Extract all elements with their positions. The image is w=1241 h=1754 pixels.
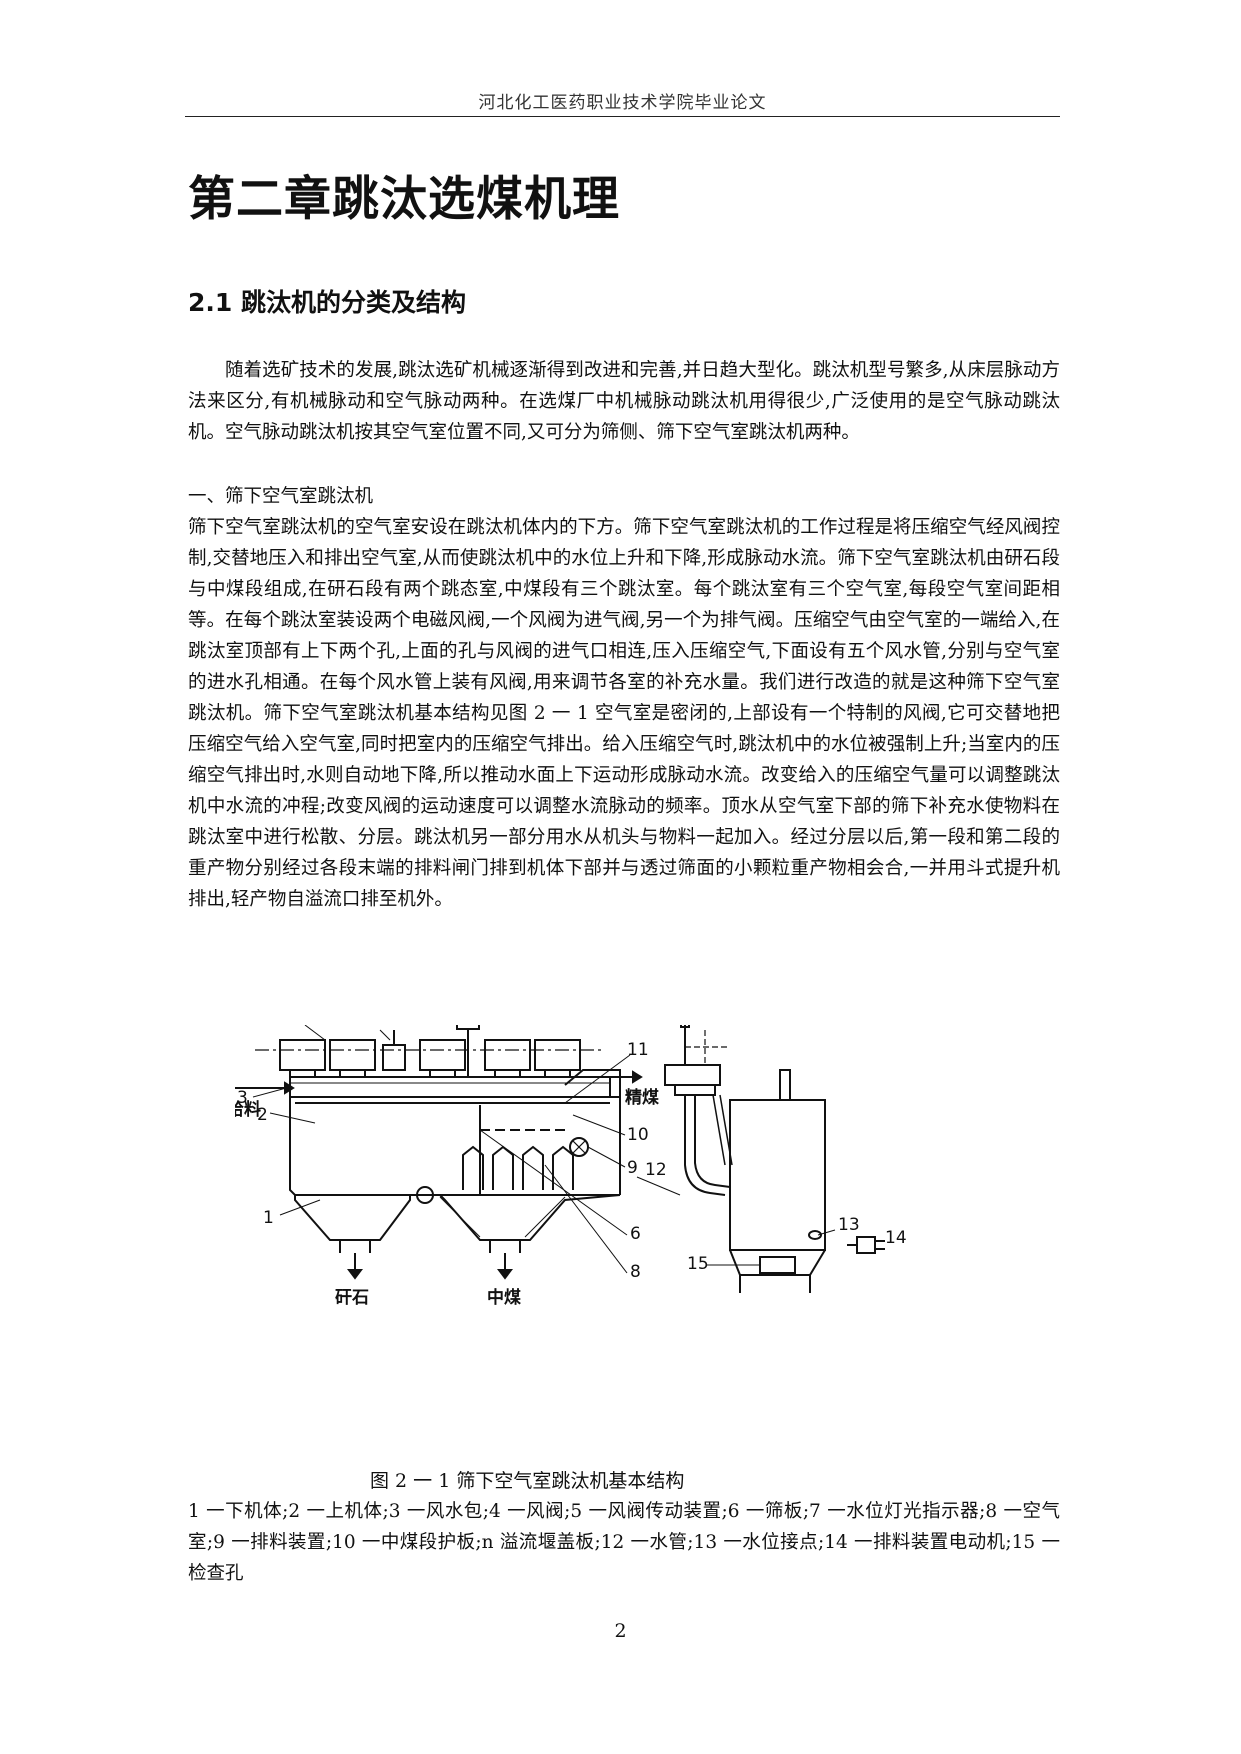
header-rule xyxy=(185,116,1060,117)
running-header: 河北化工医药职业技术学院毕业论文 xyxy=(478,93,767,113)
label-11: 11 xyxy=(627,1040,649,1060)
label-1: 1 xyxy=(263,1208,274,1228)
label-reject: 矸石 xyxy=(335,1288,369,1308)
label-3: 3 xyxy=(237,1088,248,1108)
label-6: 6 xyxy=(630,1224,641,1244)
paragraph-intro: 随着选矿技术的发展,跳汰选矿机械逐渐得到改进和完善,并日趋大型化。跳汰机型号繁多… xyxy=(188,360,1060,443)
jig-structure-figure: 4 5 7 3 2 1 11 10 9 6 8 12 13 14 15 给料 精… xyxy=(235,1025,907,1308)
page-number: 2 xyxy=(614,1620,627,1642)
section-title: 2.1 跳汰机的分类及结构 xyxy=(188,288,466,317)
label-13: 13 xyxy=(838,1215,860,1235)
figure-legend: 1 一下机体;2 一上机体;3 一风水包;4 一风阀;5 一风阀传动装置;6 一… xyxy=(188,1501,1060,1584)
paragraph-description: 筛下空气室跳汰机的空气室安设在跳汰机体内的下方。筛下空气室跳汰机的工作过程是将压… xyxy=(188,517,1060,910)
label-clean-coal: 精煤 xyxy=(625,1087,659,1108)
label-feed: 给料 xyxy=(235,1099,261,1120)
label-14: 14 xyxy=(885,1228,907,1248)
label-9: 9 xyxy=(627,1158,638,1178)
figure-caption: 图 2 一 1 筛下空气室跳汰机基本结构 xyxy=(370,1470,685,1492)
label-middlings: 中煤 xyxy=(487,1287,521,1308)
label-15: 15 xyxy=(687,1254,709,1274)
chapter-title: 第二章跳汰选煤机理 xyxy=(188,172,620,227)
label-12: 12 xyxy=(645,1160,667,1180)
label-8: 8 xyxy=(630,1262,641,1282)
label-10: 10 xyxy=(627,1125,649,1145)
label-2: 2 xyxy=(257,1105,268,1125)
subheading-under-screen-air-chamber: 一、筛下空气室跳汰机 xyxy=(188,486,374,507)
